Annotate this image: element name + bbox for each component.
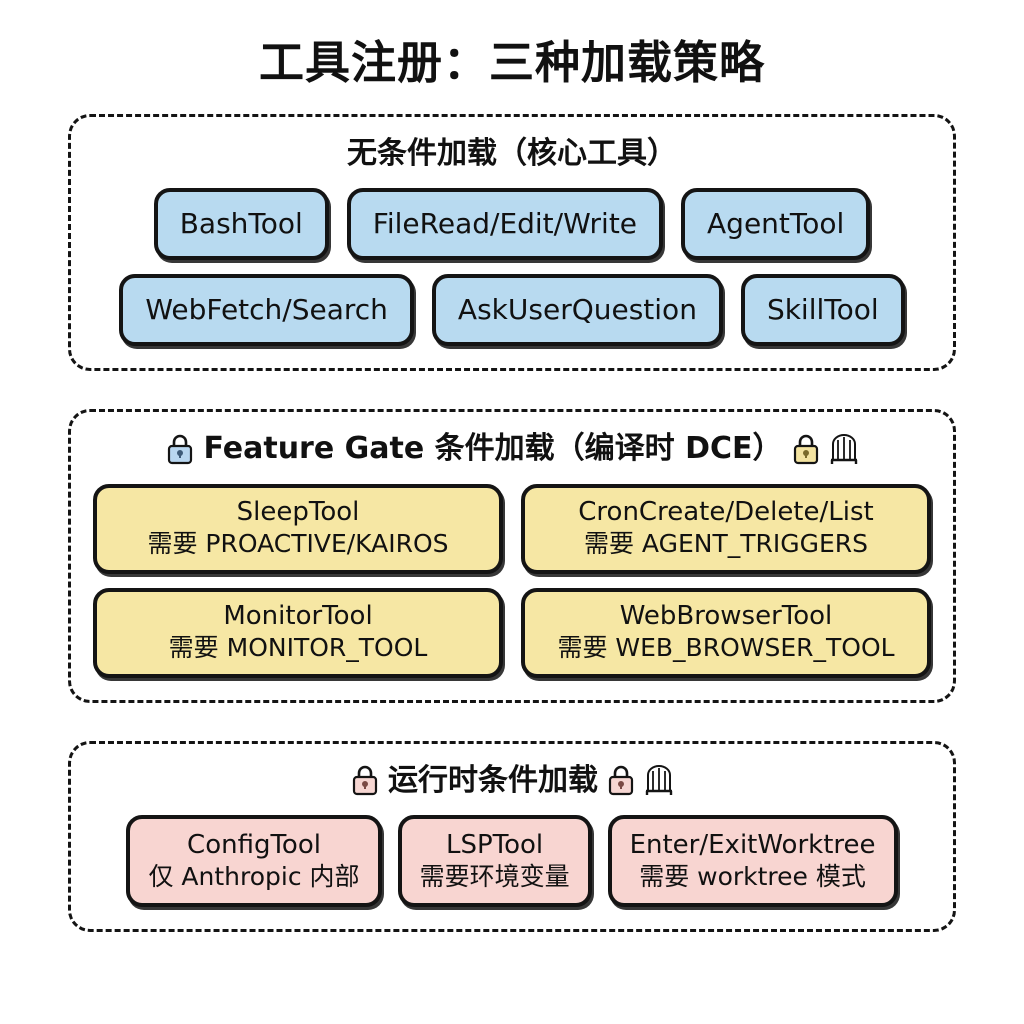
lock-yellow-icon — [791, 432, 821, 466]
tool-chip-enterexitworktree[interactable]: Enter/ExitWorktree 需要 worktree 模式 — [607, 815, 898, 907]
chip-row: SleepTool 需要 PROACTIVE/KAIROS CronCreate… — [93, 483, 931, 574]
section-header-unconditional: 无条件加载（核心工具） — [93, 135, 931, 173]
chip-row: BashTool FileRead/Edit/Write AgentTool — [93, 188, 931, 260]
tool-chip-label: WebBrowserTool — [619, 601, 833, 632]
tool-chip-requirement: 需要 MONITOR_TOOL — [168, 633, 428, 663]
gate-icon — [829, 432, 859, 466]
lock-pink-icon — [350, 763, 380, 797]
tool-chip-requirement: 仅 Anthropic 内部 — [148, 861, 360, 891]
section-header-feature-gate: Feature Gate 条件加载（编译时 DCE） — [93, 430, 931, 468]
tool-chip-label: SkillTool — [766, 292, 879, 326]
section-title-text: Feature Gate 条件加载（编译时 DCE） — [203, 431, 783, 466]
section-title-text: 运行时条件加载 — [388, 762, 598, 798]
section-header-runtime: 运行时条件加载 — [93, 762, 931, 800]
tool-chip-configtool[interactable]: ConfigTool 仅 Anthropic 内部 — [126, 815, 382, 907]
lock-blue-icon — [165, 432, 195, 466]
tool-chip-skilltool[interactable]: SkillTool — [740, 274, 905, 346]
tool-chip-requirement: 需要 AGENT_TRIGGERS — [583, 529, 869, 559]
chip-row: WebFetch/Search AskUserQuestion SkillToo… — [93, 274, 931, 346]
tool-chip-requirement: 需要 PROACTIVE/KAIROS — [147, 529, 449, 559]
tool-chip-label: MonitorTool — [223, 601, 373, 632]
tool-chip-requirement: 需要 WEB_BROWSER_TOOL — [557, 633, 895, 663]
tool-chip-bashtool[interactable]: BashTool — [153, 188, 329, 260]
tool-chip-label: LSPTool — [445, 829, 544, 860]
tool-chip-filereadeditwrite[interactable]: FileRead/Edit/Write — [346, 188, 664, 260]
tool-chip-webbrowsertool[interactable]: WebBrowserTool 需要 WEB_BROWSER_TOOL — [521, 587, 931, 678]
tool-chip-lsptool[interactable]: LSPTool 需要环境变量 — [397, 815, 592, 907]
chip-row: MonitorTool 需要 MONITOR_TOOL WebBrowserTo… — [93, 587, 931, 678]
tool-chip-label: BashTool — [179, 206, 303, 240]
chip-row: ConfigTool 仅 Anthropic 内部 LSPTool 需要环境变量… — [93, 815, 931, 907]
section-title-text: 无条件加载（核心工具） — [347, 135, 677, 171]
gate-icon — [644, 763, 674, 797]
section-runtime: 运行时条件加载 — [68, 740, 956, 932]
tool-chip-requirement: 需要环境变量 — [419, 861, 570, 891]
tool-chip-croncreatedeletelist[interactable]: CronCreate/Delete/List 需要 AGENT_TRIGGERS — [521, 483, 931, 574]
tool-chip-label: WebFetch/Search — [145, 292, 388, 326]
tool-chip-monitortool[interactable]: MonitorTool 需要 MONITOR_TOOL — [93, 587, 503, 678]
tool-chip-webfetchsearch[interactable]: WebFetch/Search — [119, 274, 414, 346]
tool-chip-askuserquestion[interactable]: AskUserQuestion — [431, 274, 723, 346]
tool-chip-agenttool[interactable]: AgentTool — [681, 188, 871, 260]
tool-chip-requirement: 需要 worktree 模式 — [639, 861, 866, 891]
tool-chip-label: CronCreate/Delete/List — [578, 497, 874, 528]
section-unconditional: 无条件加载（核心工具） BashTool FileRead/Edit/Write… — [68, 113, 956, 371]
tool-chip-label: AgentTool — [707, 206, 845, 240]
tool-chip-label: SleepTool — [236, 497, 360, 528]
tool-chip-label: Enter/ExitWorktree — [629, 829, 876, 860]
tool-chip-label: ConfigTool — [187, 829, 321, 860]
tool-chip-label: FileRead/Edit/Write — [372, 206, 638, 240]
tool-chip-sleeptool[interactable]: SleepTool 需要 PROACTIVE/KAIROS — [93, 483, 503, 574]
tool-chip-label: AskUserQuestion — [457, 292, 697, 326]
page-title: 工具注册：三种加载策略 — [258, 36, 765, 89]
section-feature-gate: Feature Gate 条件加载（编译时 DCE） — [68, 409, 956, 703]
lock-pink-icon — [606, 763, 636, 797]
